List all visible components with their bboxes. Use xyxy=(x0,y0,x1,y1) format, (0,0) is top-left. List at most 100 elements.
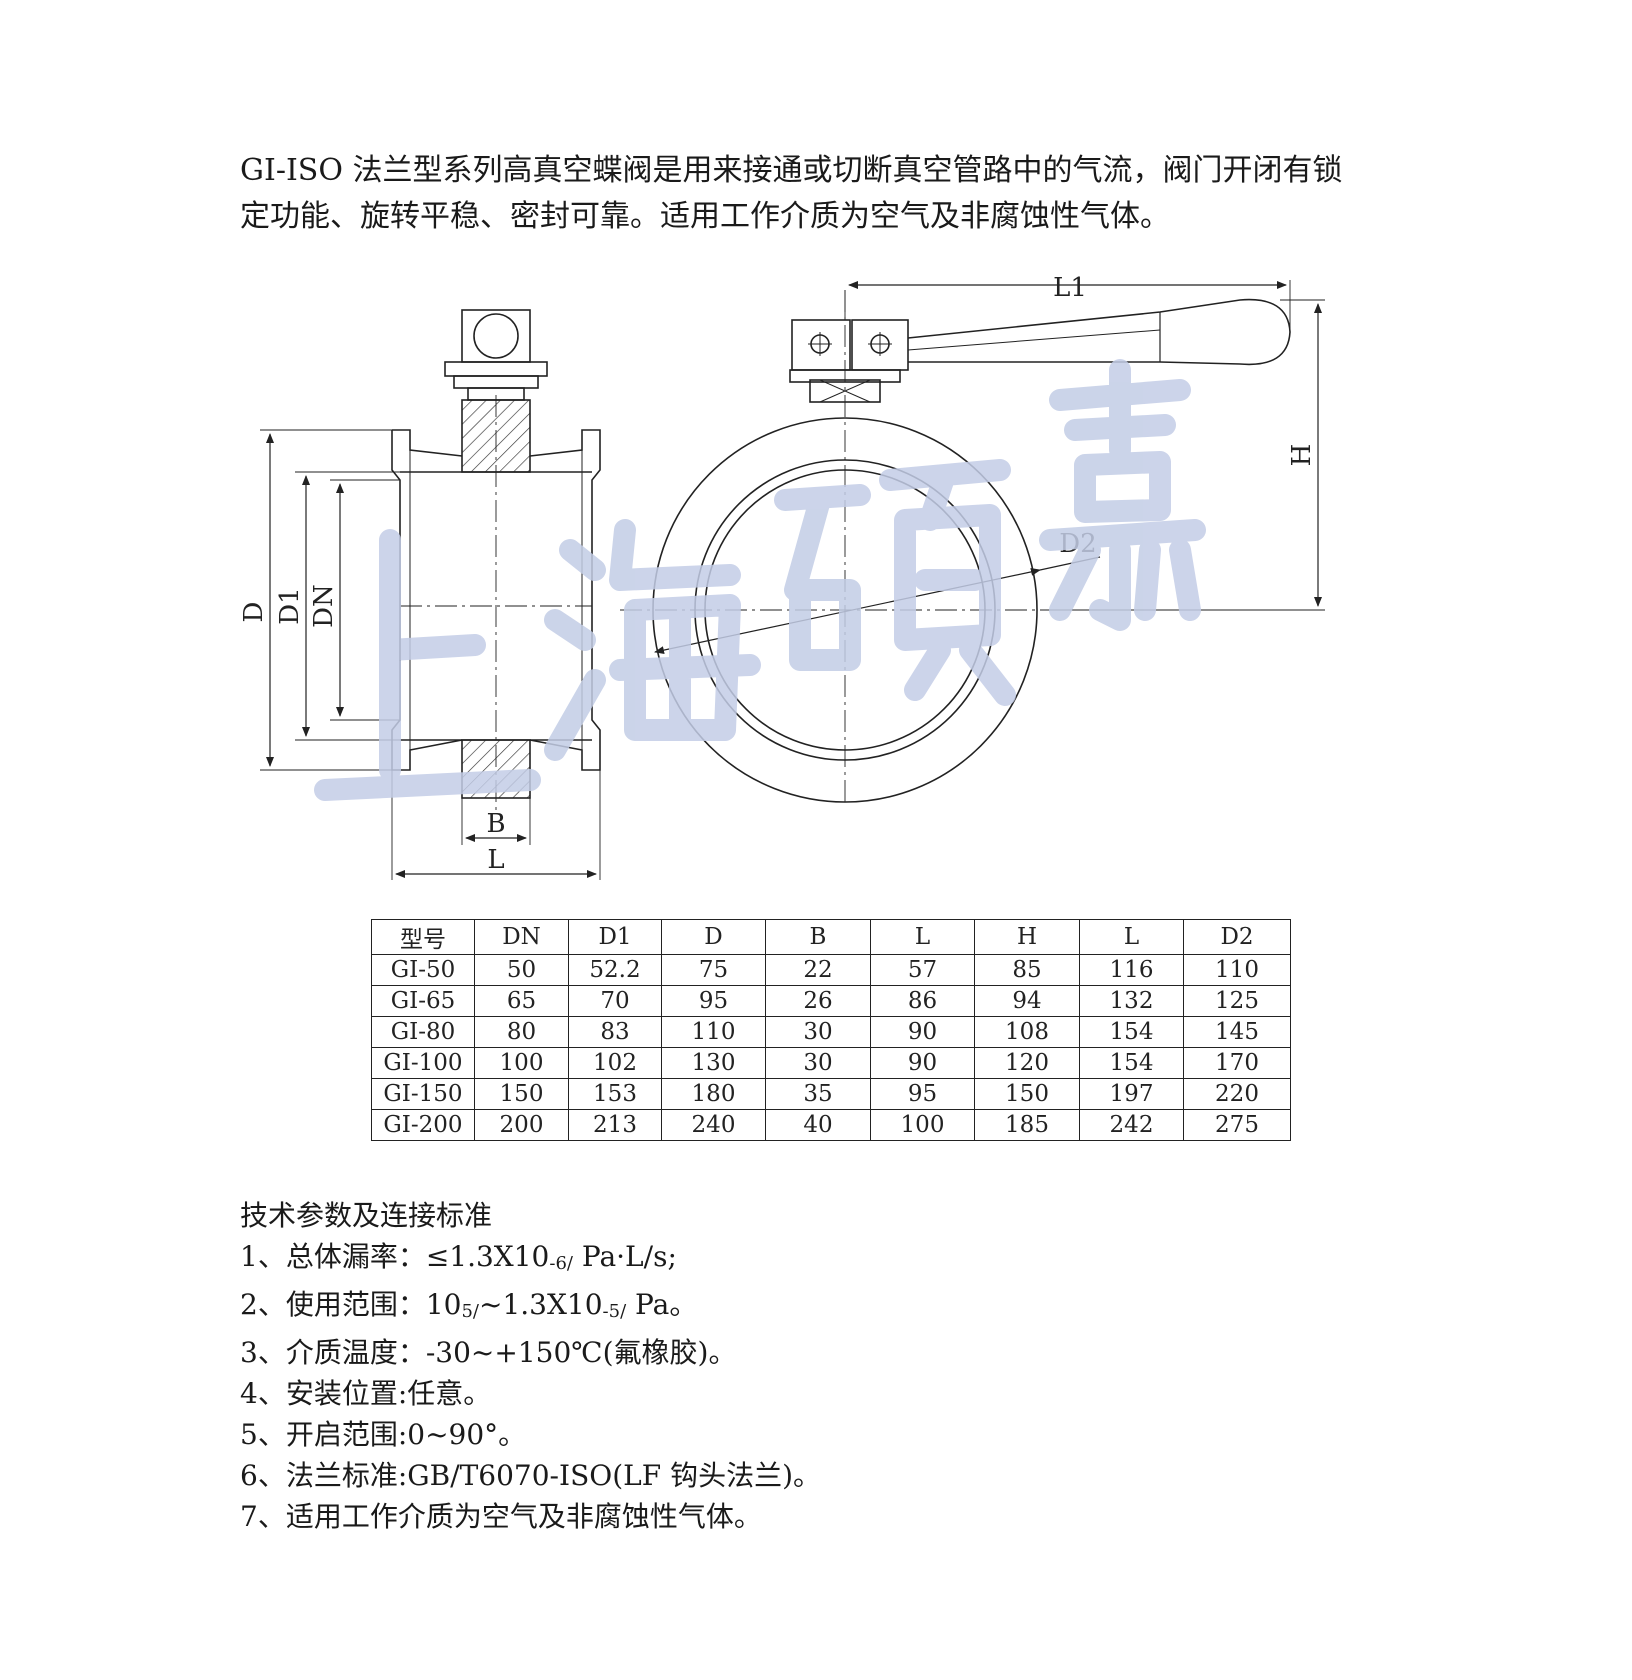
table-cell: 95 xyxy=(661,985,766,1017)
table-cell: 108 xyxy=(974,1016,1080,1048)
valve-technical-drawing: D D1 DN B L xyxy=(240,250,1390,900)
table-cell: GI-50 xyxy=(371,954,475,986)
table-row: GI-100 100 102 130 30 90 120 154 170 xyxy=(371,1047,1291,1079)
table-row: GI-50 50 52.2 75 22 57 85 116 110 xyxy=(371,954,1291,986)
param-medium: 7、适用工作介质为空气及非腐蚀性气体。 xyxy=(240,1500,762,1533)
label-H: H xyxy=(1287,444,1317,467)
table-cell: 130 xyxy=(661,1047,766,1079)
table-cell: 26 xyxy=(765,985,871,1017)
table-cell: 57 xyxy=(870,954,975,986)
drawing-svg: D D1 DN B L xyxy=(240,273,1325,880)
top-mount-circle xyxy=(473,313,519,359)
table-cell: 30 xyxy=(765,1047,871,1079)
table-row: GI-150 150 153 180 35 95 150 197 220 xyxy=(371,1078,1291,1110)
table-cell: GI-200 xyxy=(371,1109,475,1141)
handle-lever xyxy=(907,298,1291,366)
label-L: L xyxy=(487,845,504,875)
table-cell: 75 xyxy=(661,954,766,986)
table-cell: 70 xyxy=(568,985,662,1017)
param-opening-range: 5、开启范围:0~90°。 xyxy=(240,1418,527,1451)
table-cell: 200 xyxy=(474,1109,569,1141)
col-d: D xyxy=(661,919,766,955)
table-header-row: 型号 DN D1 D B L H L D2 xyxy=(371,919,1291,955)
table-cell: 132 xyxy=(1079,985,1184,1017)
table-cell: 100 xyxy=(870,1109,975,1141)
table-cell: 150 xyxy=(974,1078,1080,1110)
table-cell: 153 xyxy=(568,1078,662,1110)
table-row: GI-65 65 70 95 26 86 94 132 125 xyxy=(371,985,1291,1017)
table-cell: 30 xyxy=(765,1016,871,1048)
param-text: 2、使用范围：10 xyxy=(240,1288,462,1321)
param-temperature: 3、介质温度：-30~+150℃(氟橡胶)。 xyxy=(240,1336,737,1369)
intro-paragraph: GI-ISO 法兰型系列高真空蝶阀是用来接通或切断真空管路中的气流，阀门开闭有锁… xyxy=(240,148,1400,240)
table-cell: 90 xyxy=(870,1047,975,1079)
table-cell: 170 xyxy=(1183,1047,1291,1079)
table-cell: 116 xyxy=(1079,954,1184,986)
table-cell: 125 xyxy=(1183,985,1291,1017)
top-mount-collar xyxy=(453,375,539,389)
spec-table: 型号 DN D1 D B L H L D2 GI-50 50 52.2 75 2… xyxy=(371,919,1291,1141)
lock-block-left xyxy=(791,319,851,371)
table-cell: 80 xyxy=(474,1016,569,1048)
col-b: B xyxy=(765,919,871,955)
table-cell: 242 xyxy=(1079,1109,1184,1141)
table-cell: 86 xyxy=(870,985,975,1017)
table-cell: 83 xyxy=(568,1016,662,1048)
param-exponent: -5/ xyxy=(602,1301,627,1322)
table-cell: 180 xyxy=(661,1078,766,1110)
body-left-top xyxy=(392,429,463,457)
param-exponent: 5/ xyxy=(461,1301,479,1322)
col-l: L xyxy=(870,919,975,955)
watermark-logo xyxy=(314,359,1206,801)
param-leak-rate: 1、总体漏率：≤1.3X10-6/ Pa·L/s; xyxy=(240,1236,821,1284)
table-cell: 94 xyxy=(974,985,1080,1017)
table-cell: GI-80 xyxy=(371,1016,475,1048)
param-range: 2、使用范围：105/~1.3X10-5/ Pa。 xyxy=(240,1284,821,1332)
col-d2: D2 xyxy=(1183,919,1291,955)
table-cell: 40 xyxy=(765,1109,871,1141)
table-cell: 240 xyxy=(661,1109,766,1141)
table-cell: 35 xyxy=(765,1078,871,1110)
table-cell: 22 xyxy=(765,954,871,986)
tech-params: 技术参数及连接标准 1、总体漏率：≤1.3X10-6/ Pa·L/s; 2、使用… xyxy=(240,1195,821,1537)
table-cell: 110 xyxy=(1183,954,1291,986)
table-cell: 52.2 xyxy=(568,954,662,986)
table-cell: 154 xyxy=(1079,1047,1184,1079)
table-cell: 275 xyxy=(1183,1109,1291,1141)
col-model: 型号 xyxy=(371,919,475,955)
intro-line-1: GI-ISO 法兰型系列高真空蝶阀是用来接通或切断真空管路中的气流，阀门开闭有锁 xyxy=(240,153,1343,188)
table-row: GI-80 80 83 110 30 90 108 154 145 xyxy=(371,1016,1291,1048)
col-dn: DN xyxy=(474,919,569,955)
param-install-position: 4、安装位置:任意。 xyxy=(240,1377,492,1410)
param-exponent: -6/ xyxy=(549,1253,573,1274)
label-L1: L1 xyxy=(1053,273,1087,303)
top-mount-block xyxy=(461,309,531,363)
intro-line-2: 定功能、旋转平稳、密封可靠。适用工作介质为空气及非腐蚀性气体。 xyxy=(240,199,1170,234)
table-cell: 65 xyxy=(474,985,569,1017)
table-cell: 100 xyxy=(474,1047,569,1079)
table-cell: 154 xyxy=(1079,1016,1184,1048)
table-cell: 197 xyxy=(1079,1078,1184,1110)
param-flange-standard: 6、法兰标准:GB/T6070-ISO(LF 钩头法兰)。 xyxy=(240,1459,821,1492)
table-cell: 145 xyxy=(1183,1016,1291,1048)
label-D1: D1 xyxy=(275,587,305,624)
table-cell: 120 xyxy=(974,1047,1080,1079)
table-row: GI-200 200 213 240 40 100 185 242 275 xyxy=(371,1109,1291,1141)
param-text: Pa。 xyxy=(626,1288,698,1321)
table-cell: GI-65 xyxy=(371,985,475,1017)
table-cell: 102 xyxy=(568,1047,662,1079)
col-d1: D1 xyxy=(568,919,662,955)
col-h: H xyxy=(974,919,1080,955)
params-title: 技术参数及连接标准 xyxy=(240,1199,493,1232)
table-cell: 150 xyxy=(474,1078,569,1110)
col-l1: L xyxy=(1079,919,1184,955)
table-cell: 213 xyxy=(568,1109,662,1141)
body-left-outline xyxy=(391,430,463,771)
table-cell: 220 xyxy=(1183,1078,1291,1110)
table-cell: GI-100 xyxy=(371,1047,475,1079)
table-cell: 90 xyxy=(870,1016,975,1048)
label-DN: DN xyxy=(309,584,339,628)
table-cell: 95 xyxy=(870,1078,975,1110)
lock-block-right xyxy=(851,319,909,371)
param-text: 1、总体漏率：≤1.3X10 xyxy=(240,1240,550,1273)
